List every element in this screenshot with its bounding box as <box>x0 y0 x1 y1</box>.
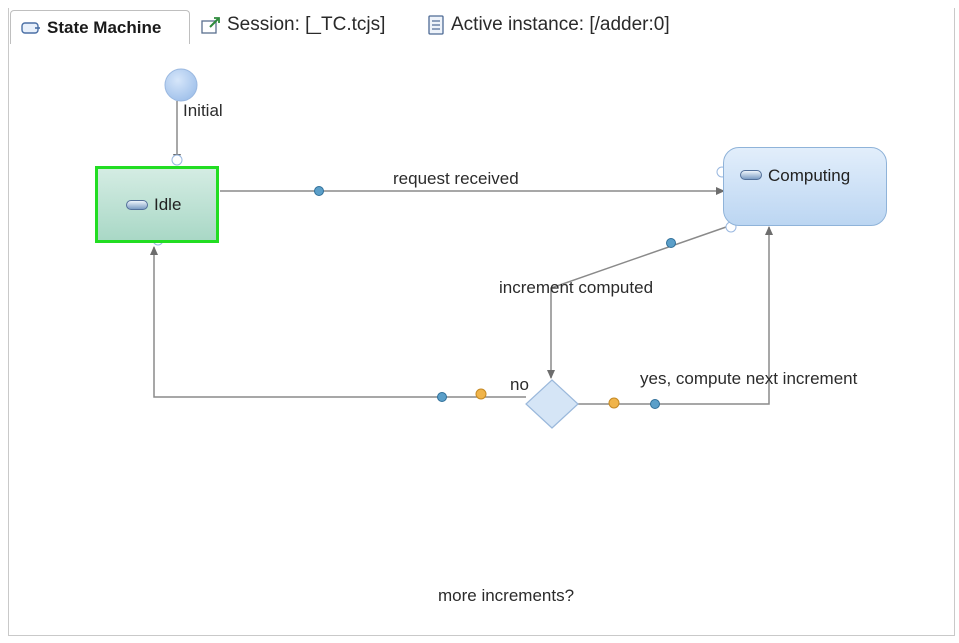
tab-state-machine[interactable]: State Machine <box>10 10 190 44</box>
trigger-marker-request[interactable] <box>314 186 324 196</box>
guard-marker-no[interactable] <box>475 388 487 400</box>
active-instance-info: Active instance: [/adder:0] <box>426 10 670 40</box>
session-text: Session: [_TC.tcjs] <box>227 14 386 35</box>
trigger-marker-increment[interactable] <box>666 238 676 248</box>
transition-no[interactable] <box>150 246 526 398</box>
state-idle-label: Idle <box>154 194 182 214</box>
label-increment-computed: increment computed <box>499 278 654 297</box>
trigger-marker-yes[interactable] <box>650 399 660 409</box>
initial-label: Initial <box>183 101 223 120</box>
tab-label: State Machine <box>47 17 162 37</box>
instance-icon <box>428 15 444 35</box>
trigger-marker-no[interactable] <box>437 392 447 402</box>
editor-frame <box>8 8 955 636</box>
transition-increment-computed[interactable] <box>547 225 730 379</box>
label-request-received: request received <box>393 169 519 188</box>
state-computing[interactable]: Computing <box>723 147 887 226</box>
label-no: no <box>510 375 529 394</box>
state-idle[interactable]: Idle <box>95 166 219 243</box>
state-icon <box>126 199 148 210</box>
guard-marker-yes[interactable] <box>608 397 620 409</box>
choice-node[interactable] <box>525 379 579 429</box>
transition-yes[interactable] <box>578 226 773 405</box>
initial-state[interactable] <box>164 68 198 102</box>
session-icon <box>201 17 220 34</box>
state-computing-label: Computing <box>768 166 851 185</box>
instance-text: Active instance: [/adder:0] <box>451 14 670 35</box>
anchor-idle-top <box>171 154 183 166</box>
state-icon <box>740 170 762 180</box>
choice-label: more increments? <box>438 586 575 605</box>
session-info: Session: [_TC.tcjs] <box>200 10 385 40</box>
state-machine-icon <box>21 21 40 34</box>
label-yes: yes, compute next increment <box>640 369 858 388</box>
